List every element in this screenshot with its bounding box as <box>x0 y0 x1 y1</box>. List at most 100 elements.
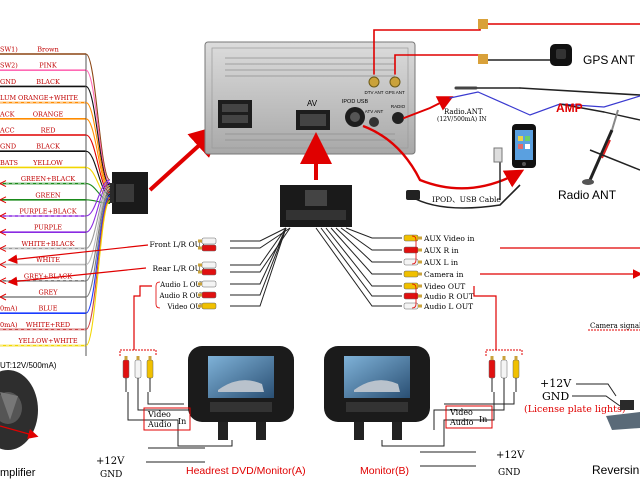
bundle-wire <box>85 69 111 184</box>
monitor-b-12v: +12V <box>496 450 525 461</box>
atv-ant-socket <box>369 117 379 127</box>
camera-12v: +12V <box>540 377 572 390</box>
harness-wire: GREEN+BLACK <box>0 175 86 185</box>
harness-wire: WHITE+BLACK <box>0 240 86 250</box>
rca-left-label: Video OUT <box>166 303 206 311</box>
rca-plug <box>198 244 217 252</box>
wire-label: YELLOW+WHITE <box>17 337 77 345</box>
harness-bottom-note: UT:12V/500mA) <box>0 361 57 370</box>
wire-prefix: BATS <box>0 159 18 167</box>
wire-prefix: GND <box>0 78 16 86</box>
monitor-b-in-label: In <box>479 415 487 424</box>
rca-hub <box>280 185 352 227</box>
gps-ant-title: GPS ANT <box>583 53 636 67</box>
bundle-wire <box>85 197 111 330</box>
rca-right-label: Audio R OUT <box>423 292 474 301</box>
wire-prefix: SW2) <box>0 62 18 70</box>
ipod-cable-label: IPOD、USB Cable <box>432 195 501 204</box>
wire-label: GREEN+BLACK <box>21 175 75 183</box>
harness-wire: BLACK GND <box>0 78 86 88</box>
antenna-cables <box>373 19 640 121</box>
harness-wire: PURPLE <box>0 224 86 233</box>
ipod-usb-label: IPOD USB <box>342 99 369 105</box>
wire-label: ORANGE <box>33 110 64 118</box>
rca-plug <box>198 291 217 299</box>
radio-socket <box>392 112 404 124</box>
harness-wire: PURPLE+BLACK <box>0 208 86 217</box>
wire-arrow <box>0 293 7 301</box>
wire-label: WHITE <box>36 256 60 264</box>
monitor-b-audio-label: Audio <box>449 418 474 427</box>
amplifier-title: mplifier <box>0 467 36 479</box>
bundle-wire <box>85 85 111 186</box>
monitor-b-video-label: Video <box>449 408 473 417</box>
radio-ant-label: Radio.ANT <box>444 108 483 116</box>
rca-right-label: Audio L OUT <box>423 302 473 311</box>
wire-arrow <box>0 212 7 220</box>
bundle-wire <box>85 150 111 197</box>
monitor-a-audio-label: Audio <box>147 420 172 429</box>
wire-prefix: SW1) <box>0 46 18 54</box>
rca-plug-vertical <box>512 356 520 392</box>
wire-label: WHITE+RED <box>26 321 70 329</box>
rca-right-label: AUX L in <box>423 258 458 267</box>
wire-label: YELLOW <box>32 159 63 167</box>
rca-plug <box>403 292 422 300</box>
monitor-b <box>324 346 430 440</box>
camera-signal-label: Camera signal <box>590 322 640 330</box>
monitor-a-rca <box>119 349 157 392</box>
fan-wire <box>345 227 402 239</box>
monitor-b-title: Monitor(B) <box>360 465 409 477</box>
wire-label: PINK <box>39 62 57 70</box>
monitor-b-input-box: Video Audio In <box>445 405 493 429</box>
bundle-wire <box>85 192 111 298</box>
av-label: AV <box>307 99 318 108</box>
wire-label: BLACK <box>36 78 60 86</box>
gps-ant-label: GPS ANT <box>385 90 405 95</box>
radio-antenna <box>582 109 640 185</box>
wire-label: GREEN <box>35 191 61 199</box>
wire-label: PURPLE+BLACK <box>19 208 76 216</box>
fan-wire <box>340 227 402 251</box>
rca-left-label: Audio R OUT <box>158 292 206 300</box>
reversing-title: Reversin <box>592 463 639 477</box>
fan-wire <box>325 227 402 287</box>
rca-right-label: Video OUT <box>423 282 465 291</box>
monitor-a-12v: +12V <box>96 456 125 467</box>
wire-arrow <box>0 277 7 285</box>
fan-wire <box>230 227 287 266</box>
bundle-wire <box>85 184 111 249</box>
wire-arrow <box>0 196 7 204</box>
fan-wire <box>230 227 287 242</box>
wire-prefix: 0mA) <box>0 305 18 313</box>
rca-plug-vertical <box>134 356 142 392</box>
radio-ant-spec: (12V/500mA) IN <box>437 116 487 123</box>
reversing-camera <box>606 400 640 430</box>
rca-plug <box>198 261 217 269</box>
rca-right-label: AUX Video in <box>423 234 475 243</box>
rca-fan-wires <box>230 227 402 307</box>
amp-label: AMP <box>556 101 583 115</box>
atv-ant-label: ATV ANT <box>365 109 384 114</box>
wire-prefix: LUM <box>0 94 16 102</box>
harness-wire: GREEN <box>0 191 86 201</box>
harness-connector <box>106 172 148 214</box>
monitor-a <box>188 346 294 440</box>
camera-license-label: (License plate lights) <box>524 404 626 415</box>
bundle-wire <box>85 189 111 282</box>
side-arrows <box>7 244 640 350</box>
harness-wire: WHITE <box>0 256 86 266</box>
bundle-wire <box>85 182 111 233</box>
dtv-ant-socket <box>368 76 380 88</box>
ipod-device <box>512 124 536 168</box>
fan-wire <box>230 227 287 285</box>
rca-plug-vertical <box>500 356 508 392</box>
monitor-a-input-box: Video Audio In <box>143 407 191 431</box>
fan-wire <box>330 227 402 275</box>
